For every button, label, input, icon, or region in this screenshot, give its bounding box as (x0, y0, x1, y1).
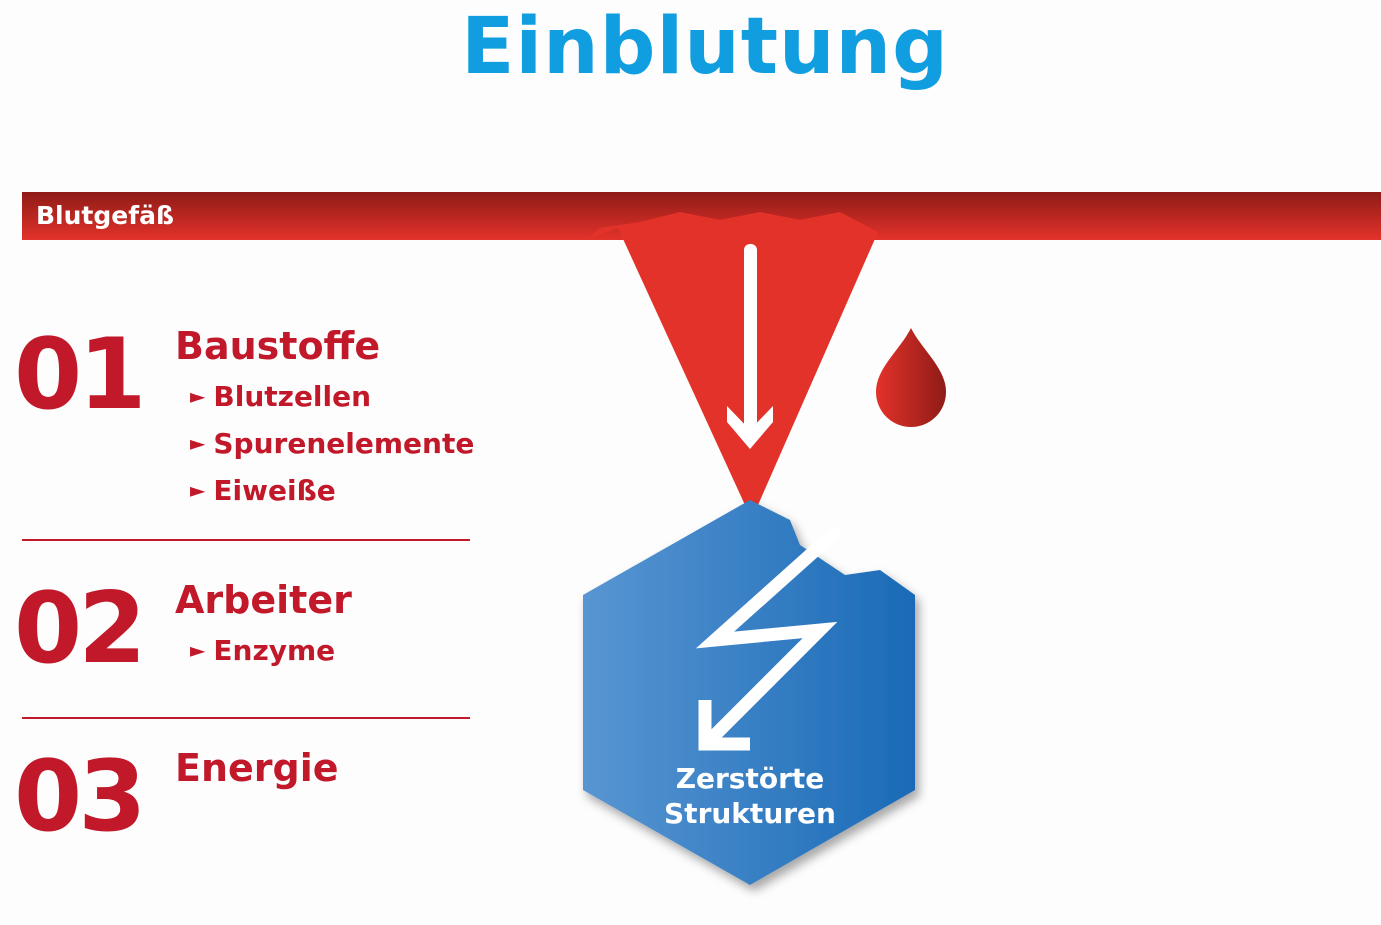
blood-drop-icon (876, 328, 946, 427)
bleeding-wedge (585, 212, 878, 505)
section-heading: Arbeiter (175, 578, 352, 622)
hexagon-label-line2: Strukturen (664, 797, 836, 830)
section-number: 01 (14, 318, 146, 432)
list-item: ►Spurenelemente (190, 427, 475, 460)
bullet-icon: ► (190, 478, 206, 502)
page-title: Einblutung (461, 2, 949, 92)
bullet-icon: ► (190, 638, 206, 662)
lightning-arrow-icon (695, 525, 843, 751)
bullet-icon: ► (190, 384, 206, 408)
list-item: ►Enzyme (190, 634, 336, 667)
blood-vessel-label: Blutgefäß (36, 201, 174, 230)
section-number: 03 (14, 740, 146, 854)
arrow-down-icon (727, 244, 773, 449)
hexagon-label-line1: Zerstörte (675, 762, 825, 795)
section-heading: Baustoffe (175, 324, 381, 368)
bullet-icon: ► (190, 431, 206, 455)
list-item: ►Eiweiße (190, 474, 336, 507)
divider (22, 539, 470, 541)
list-item: ►Blutzellen (190, 380, 372, 413)
section-number: 02 (14, 572, 146, 686)
divider (22, 717, 470, 719)
section-heading: Energie (175, 746, 339, 790)
